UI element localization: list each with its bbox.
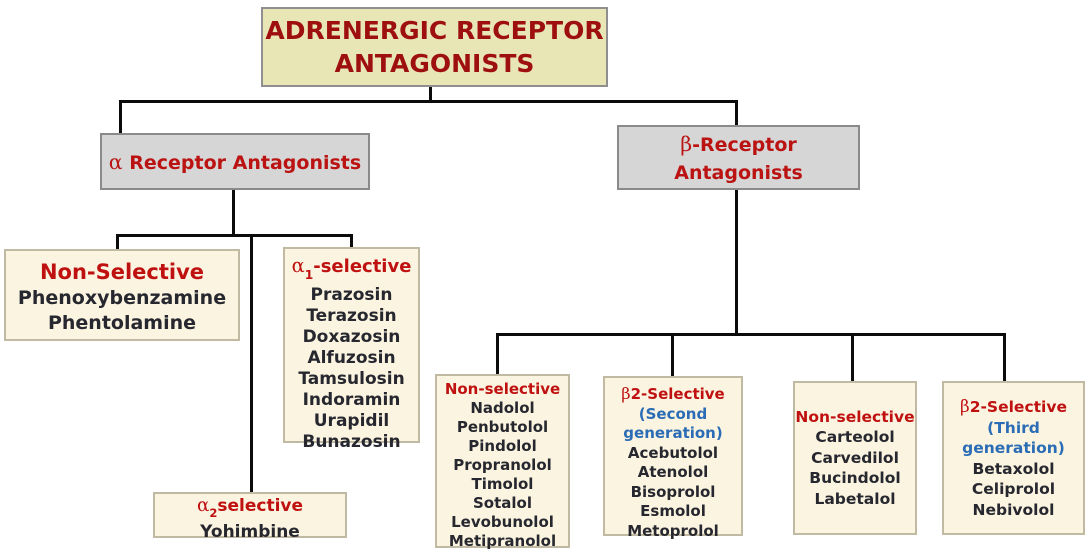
drug-name: Terazosin bbox=[306, 305, 397, 326]
connector-line bbox=[116, 234, 353, 237]
drug-name: Prazosin bbox=[310, 284, 393, 305]
connector-line bbox=[350, 234, 353, 247]
connector-line bbox=[671, 333, 674, 376]
drug-name: Esmolol bbox=[640, 502, 706, 520]
drug-name: Nebivolol bbox=[972, 500, 1055, 519]
alpha-symbol: α bbox=[291, 254, 305, 277]
leaf-beta2-selective-second-generation: β2-Selective (Second generation) Acebuto… bbox=[603, 376, 743, 540]
leaf-beta2-selective-third-generation: β2-Selective (Third generation) Betaxolo… bbox=[942, 381, 1085, 535]
drug-name: Pindolol bbox=[468, 437, 537, 455]
drug-name: Sotalol bbox=[473, 494, 532, 512]
drug-list: Yohimbine bbox=[155, 522, 345, 543]
drug-name: Carteolol bbox=[815, 428, 895, 447]
drug-name: Carvedilol bbox=[811, 448, 899, 467]
drug-name: Doxazosin bbox=[302, 326, 401, 347]
group-subheader-line: generation) bbox=[623, 424, 723, 442]
group-header: α1-selective bbox=[291, 254, 412, 282]
group-subheader-line: (Second bbox=[638, 404, 708, 423]
node-label-line: Antagonists bbox=[674, 162, 803, 184]
connector-line bbox=[496, 333, 499, 374]
alpha-symbol: α bbox=[108, 149, 123, 174]
connector-line bbox=[250, 234, 253, 492]
drug-name: Indoramin bbox=[302, 389, 401, 410]
drug-name: Phentolamine bbox=[47, 312, 197, 334]
node-beta-receptor-antagonists: β-Receptor Antagonists bbox=[617, 125, 860, 190]
drug-name: Bisoprolol bbox=[630, 482, 716, 501]
connector-line bbox=[119, 100, 122, 133]
connector-line bbox=[735, 100, 738, 125]
title-line: ADRENERGIC RECEPTOR bbox=[265, 16, 604, 45]
drug-name: Propranolol bbox=[453, 456, 552, 474]
drug-name: Yohimbine bbox=[200, 522, 300, 543]
connector-line bbox=[735, 190, 738, 335]
connector-line bbox=[1003, 333, 1006, 381]
leaf-alpha2-selective: α2selective Yohimbine bbox=[153, 492, 347, 542]
drug-name: Metipranolol bbox=[448, 532, 557, 550]
alpha-symbol: α bbox=[196, 495, 210, 516]
root-node-adrenergic-receptor-antagonists: ADRENERGIC RECEPTOR ANTAGONISTS bbox=[261, 7, 608, 87]
group-header: Non-Selective bbox=[39, 260, 205, 284]
connector-line bbox=[232, 190, 235, 236]
connector-line bbox=[119, 100, 738, 103]
group-subheader-line: (Third bbox=[987, 418, 1040, 437]
drug-name: Labetalol bbox=[814, 489, 896, 508]
connector-line bbox=[116, 234, 119, 249]
node-label-line: β-Receptor bbox=[680, 132, 797, 156]
group-header: α2selective bbox=[196, 495, 304, 521]
group-header: β2-Selective bbox=[621, 384, 725, 403]
connector-line bbox=[496, 333, 1006, 336]
beta-symbol: β bbox=[680, 132, 693, 156]
drug-name: Penbutolol bbox=[456, 418, 549, 436]
subscript-1: 1 bbox=[304, 267, 314, 282]
drug-name: Tamsulosin bbox=[298, 368, 405, 389]
drug-name: Urapidil bbox=[313, 410, 390, 431]
drug-name: Alfuzosin bbox=[307, 347, 396, 368]
drug-name: Acebutolol bbox=[627, 443, 719, 462]
group-header: Non-selective bbox=[444, 380, 561, 398]
beta-symbol: β bbox=[960, 396, 970, 416]
group-subheader-line: generation) bbox=[962, 439, 1065, 457]
drug-name: Bucindolol bbox=[809, 469, 901, 488]
group-header: β2-Selective bbox=[960, 396, 1067, 416]
drug-name: Celiprolol bbox=[971, 480, 1056, 498]
connector-line bbox=[429, 87, 432, 101]
drug-name: Levobunolol bbox=[451, 513, 554, 531]
drug-name: Bunazosin bbox=[302, 431, 401, 452]
drug-name: Timolol bbox=[471, 475, 534, 493]
subscript-2: 2 bbox=[209, 506, 218, 521]
title-line: ANTAGONISTS bbox=[334, 49, 535, 78]
drug-name: Metoprolol bbox=[627, 521, 719, 540]
drug-name: Phenoxybenzamine bbox=[17, 287, 227, 309]
node-label: α Receptor Antagonists bbox=[108, 149, 362, 174]
connector-line bbox=[851, 333, 854, 381]
beta-symbol: β bbox=[621, 384, 631, 403]
group-header: Non-selective bbox=[795, 407, 915, 426]
drug-name: Betaxolol bbox=[972, 459, 1055, 478]
drug-name: Nadolol bbox=[470, 399, 535, 417]
node-alpha-receptor-antagonists: α Receptor Antagonists bbox=[100, 133, 370, 190]
drug-name: Atenolol bbox=[637, 463, 709, 481]
